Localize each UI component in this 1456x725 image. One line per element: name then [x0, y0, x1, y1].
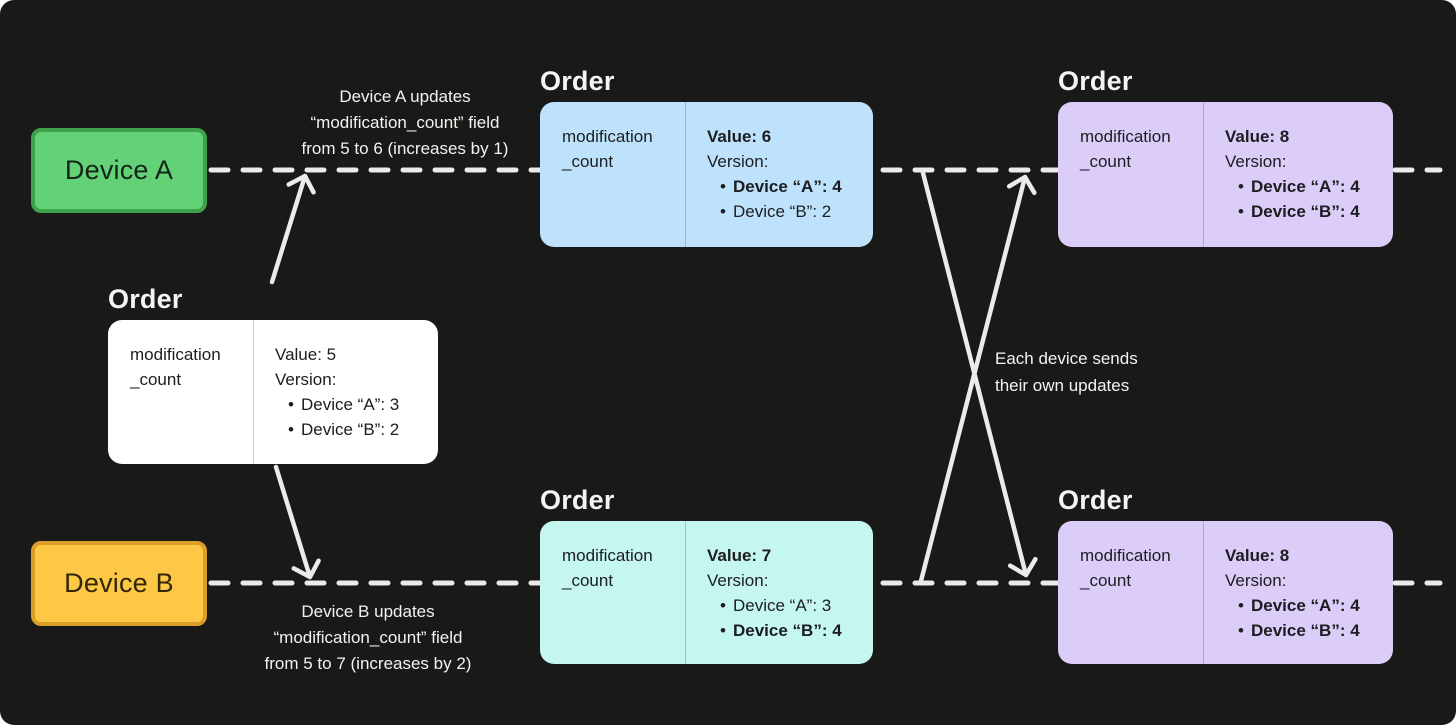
field-name: modification _count [108, 320, 253, 464]
annotation-line: Each device sends [995, 349, 1138, 368]
bullet-icon: • [1238, 596, 1244, 615]
annotation-line: “modification_count” field [273, 628, 463, 647]
order-card-merged-top: modification _count Value: 8 Version: • … [1058, 102, 1393, 247]
bullet-icon: • [288, 420, 294, 439]
version-entry: • Device “A”: 4 [707, 174, 865, 199]
device-a-label: Device A [64, 155, 174, 185]
bullet-icon: • [1238, 621, 1244, 640]
bullet-icon: • [288, 395, 294, 414]
order-card-title: Order [540, 485, 615, 515]
order-card-merged-bottom: modification _count Value: 8 Version: • … [1058, 521, 1393, 664]
field-name-line: modification [562, 546, 653, 565]
field-details: Value: 5 Version: • Device “A”: 3 • Devi… [254, 320, 438, 464]
value-line: Value: 5 [275, 345, 337, 364]
version-entry: • Device “A”: 3 [275, 392, 430, 417]
field-name-line: modification [1080, 127, 1171, 146]
sync-annotation: Each device sends their own updates [995, 345, 1205, 399]
annotation-line: their own updates [995, 376, 1130, 395]
field-name: modification _count [540, 521, 685, 664]
version-entry: • Device “A”: 4 [1225, 593, 1385, 618]
value-line: Value: 7 [707, 546, 772, 565]
device-b-box: Device B [31, 541, 207, 626]
arrow-initial-to-device-a [269, 173, 316, 285]
field-details: Value: 7 Version: • Device “A”: 3 • Devi… [686, 521, 873, 664]
version-label: Version: [707, 571, 769, 590]
bullet-icon: • [720, 596, 726, 615]
field-name-line: modification [130, 345, 221, 364]
field-name-line: modification [1080, 546, 1171, 565]
version-entry-text: Device “B”: 2 [733, 202, 832, 221]
field-details: Value: 6 Version: • Device “A”: 4 • Devi… [686, 102, 873, 247]
arrow-initial-to-device-b [273, 464, 321, 580]
bullet-icon: • [1238, 177, 1244, 196]
version-entry: • Device “B”: 4 [1225, 199, 1385, 224]
device-a-update-annotation: Device A updates “modification_count” fi… [255, 84, 555, 162]
field-details: Value: 8 Version: • Device “A”: 4 • Devi… [1204, 102, 1393, 247]
order-card-group-device-a-updated: Order modification _count Value: 6 Versi… [540, 66, 873, 247]
card-divider [253, 320, 254, 464]
version-label: Version: [707, 152, 769, 171]
annotation-line: Device B updates [301, 602, 435, 621]
order-card-device-b-updated: modification _count Value: 7 Version: • … [540, 521, 873, 664]
field-name: modification _count [1058, 102, 1203, 247]
field-name-line: _count [130, 370, 182, 389]
version-entry: • Device “B”: 2 [275, 417, 430, 442]
card-divider [1203, 521, 1204, 664]
field-name-line: _count [562, 152, 614, 171]
version-entry-text: Device “B”: 2 [301, 420, 400, 439]
value-line: Value: 8 [1225, 127, 1290, 146]
order-card-title: Order [540, 66, 615, 96]
annotation-line: from 5 to 7 (increases by 2) [264, 654, 472, 673]
version-entry: • Device “B”: 4 [707, 618, 865, 643]
version-entry-text: Device “A”: 4 [1251, 177, 1360, 196]
version-label: Version: [1225, 152, 1287, 171]
annotation-line: from 5 to 6 (increases by 1) [301, 139, 509, 158]
value-line: Value: 8 [1225, 546, 1290, 565]
order-card-initial: modification _count Value: 5 Version: • … [108, 320, 438, 464]
bullet-icon: • [720, 621, 726, 640]
order-card-title: Order [108, 284, 183, 314]
version-label: Version: [1225, 571, 1287, 590]
order-card-group-merged-bottom: Order modification _count Value: 8 Versi… [1058, 485, 1393, 664]
order-card-group-initial: Order modification _count Value: 5 Versi… [108, 284, 438, 464]
version-entry: • Device “A”: 3 [707, 593, 865, 618]
device-b-update-annotation: Device B updates “modification_count” fi… [218, 599, 518, 677]
device-b-label: Device B [64, 568, 174, 598]
order-card-group-merged-top: Order modification _count Value: 8 Versi… [1058, 66, 1393, 247]
order-card-device-a-updated: modification _count Value: 6 Version: • … [540, 102, 873, 247]
version-entry-text: Device “A”: 4 [1251, 596, 1360, 615]
field-name: modification _count [1058, 521, 1203, 664]
device-a-box: Device A [31, 128, 207, 213]
version-entry: • Device “B”: 2 [707, 199, 865, 224]
bullet-icon: • [1238, 202, 1244, 221]
version-label: Version: [275, 370, 337, 389]
field-details: Value: 8 Version: • Device “A”: 4 • Devi… [1204, 521, 1393, 664]
card-divider [1203, 102, 1204, 247]
version-entry-text: Device “A”: 3 [301, 395, 400, 414]
version-entry-text: Device “A”: 3 [733, 596, 832, 615]
field-name-line: _count [1080, 152, 1132, 171]
version-entry-text: Device “B”: 4 [1251, 202, 1360, 221]
order-card-title: Order [1058, 66, 1133, 96]
version-entry: • Device “B”: 4 [1225, 618, 1385, 643]
field-name: modification _count [540, 102, 685, 247]
version-entry: • Device “A”: 4 [1225, 174, 1385, 199]
version-entry-text: Device “A”: 4 [733, 177, 842, 196]
card-divider [685, 521, 686, 664]
field-name-line: _count [562, 571, 614, 590]
card-divider [685, 102, 686, 247]
version-entry-text: Device “B”: 4 [1251, 621, 1360, 640]
order-card-group-device-b-updated: Order modification _count Value: 7 Versi… [540, 485, 873, 664]
version-entry-text: Device “B”: 4 [733, 621, 842, 640]
arrow-device-b-sends-update [918, 174, 1037, 584]
value-line: Value: 6 [707, 127, 772, 146]
bullet-icon: • [720, 177, 726, 196]
annotation-line: Device A updates [339, 87, 471, 106]
annotation-line: “modification_count” field [310, 113, 500, 132]
field-name-line: _count [1080, 571, 1132, 590]
order-card-title: Order [1058, 485, 1133, 515]
field-name-line: modification [562, 127, 653, 146]
bullet-icon: • [720, 202, 726, 221]
